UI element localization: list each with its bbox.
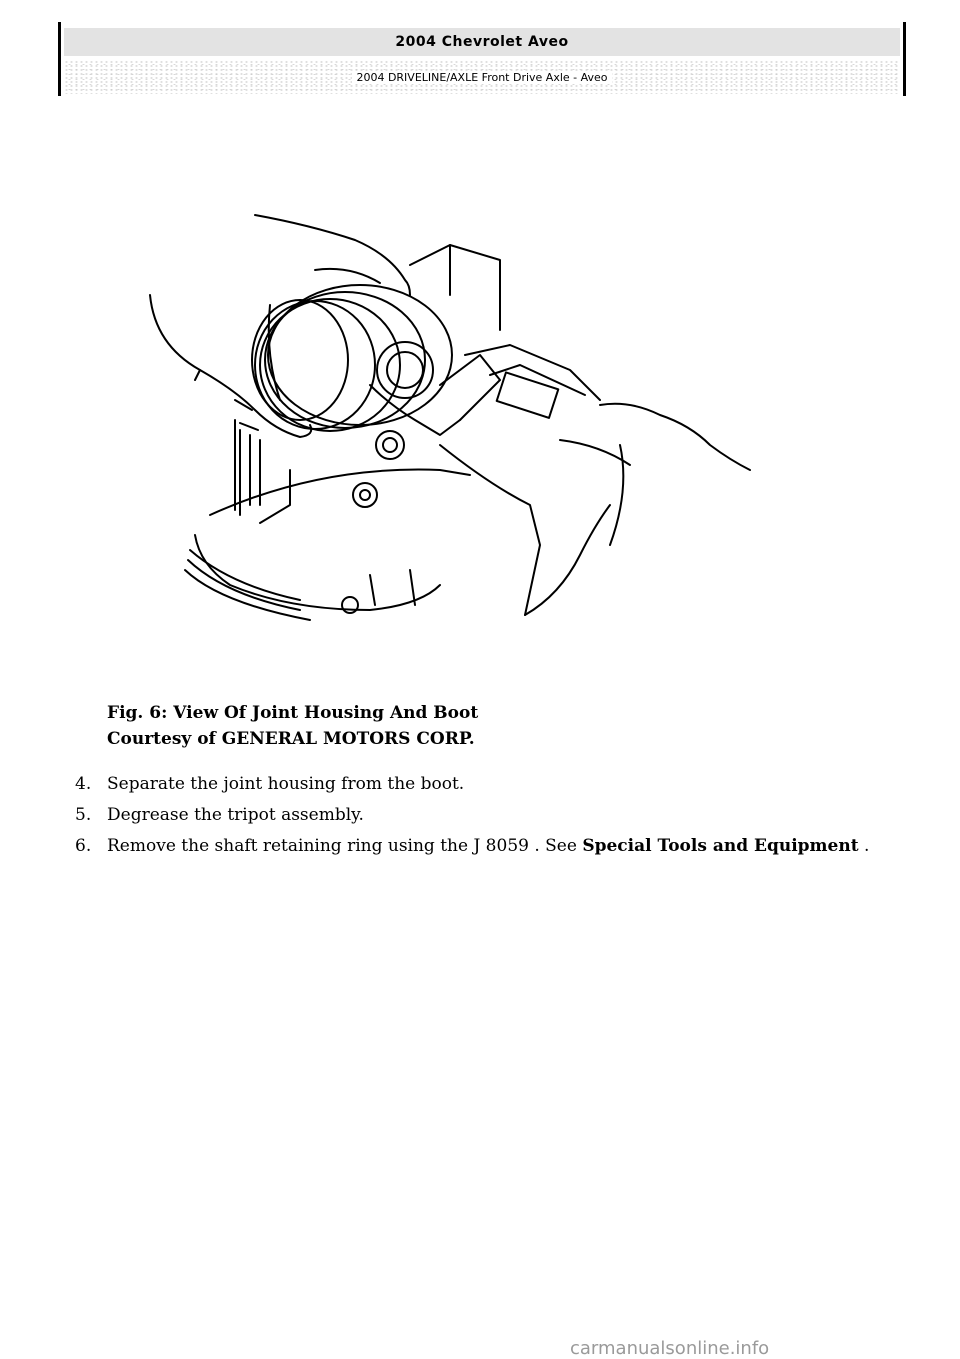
tripot-outline — [369, 341, 501, 460]
site-watermark: carmanualsonline.info — [570, 1338, 770, 1359]
header-right-rule — [903, 22, 906, 96]
figure-caption-title: Fig. 6: View Of Joint Housing And Boot — [107, 703, 479, 723]
left-hand-outline — [149, 294, 313, 438]
axle-shaft-outline — [439, 344, 601, 616]
manual-section-title: 2004 DRIVELINE/AXLE Front Drive Axle - A… — [352, 70, 612, 84]
special-tools-link[interactable]: Special Tools and Equipment — [582, 835, 859, 856]
step-text-suffix: . — [858, 835, 870, 856]
page-header: 2004 Chevrolet Aveo 2004 DRIVELINE/AXLE … — [58, 22, 906, 96]
procedure-steps: 4. Separate the joint housing from the b… — [75, 768, 869, 861]
joint-housing-outline — [184, 244, 501, 621]
step-number: 5. — [75, 804, 92, 825]
manual-section-band: 2004 DRIVELINE/AXLE Front Drive Axle - A… — [64, 60, 900, 94]
step-item: 4. Separate the joint housing from the b… — [75, 768, 869, 799]
step-text: Separate the joint housing from the boot… — [107, 773, 465, 794]
step-item: 6. Remove the shaft retaining ring using… — [75, 830, 869, 861]
step-number: 4. — [75, 773, 92, 794]
step-number: 6. — [75, 835, 92, 856]
upper-hand-outline — [254, 214, 411, 296]
step-text: Remove the shaft retaining ring using th… — [107, 836, 869, 856]
step-item: 5. Degrease the tripot assembly. — [75, 799, 869, 830]
step-text: Degrease the tripot assembly. — [107, 804, 364, 825]
step-text-lead: Remove the shaft retaining ring using th… — [107, 835, 583, 856]
right-hand-outline — [524, 402, 751, 616]
header-left-rule — [58, 22, 61, 96]
figure-caption: Fig. 6: View Of Joint Housing And Boot C… — [107, 700, 478, 752]
boot-outline — [251, 284, 453, 432]
figure-caption-credit: Courtesy of GENERAL MOTORS CORP. — [107, 729, 475, 749]
manual-title: 2004 Chevrolet Aveo — [64, 28, 900, 56]
joint-housing-illustration — [149, 214, 751, 621]
